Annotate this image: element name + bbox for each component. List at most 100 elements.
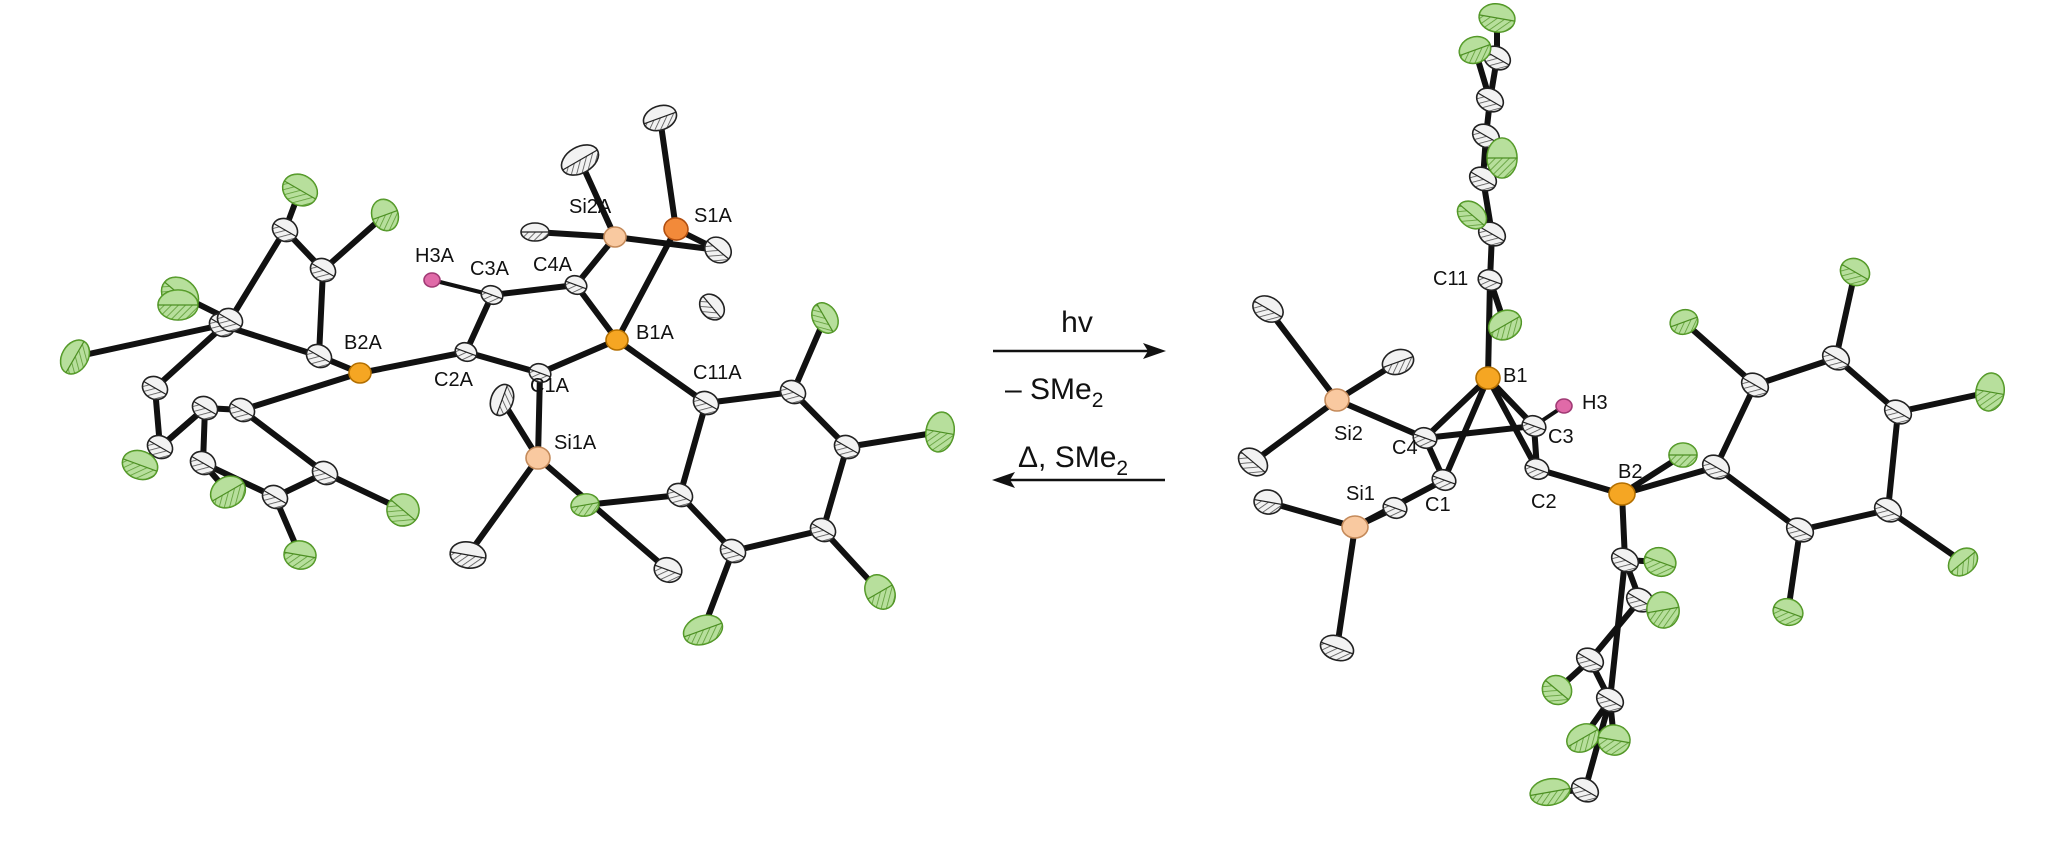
atom-h3 bbox=[1555, 398, 1573, 414]
atom-ring-a8 bbox=[311, 460, 339, 486]
bond-si1a-me7 bbox=[465, 455, 541, 558]
atom-methyl-me5 bbox=[698, 293, 726, 321]
atom-methyl-me2 bbox=[1381, 348, 1415, 376]
reverse-arrowhead bbox=[992, 472, 1015, 488]
atom-c11 bbox=[1477, 268, 1503, 292]
right-molecule: C11 B1 H3 Si2 C4 C3 Si1 C1 C2 B2 bbox=[1237, 3, 2005, 807]
bond-b2a-a6 bbox=[239, 370, 363, 413]
equilibrium-arrows: hv – SMe2 Δ, SMe2 bbox=[992, 306, 1166, 488]
atom-c3 bbox=[1521, 414, 1547, 438]
atom-b1 bbox=[1475, 366, 1501, 390]
bond-c1a-b1a bbox=[537, 337, 620, 376]
atom-fluorine-qf3 bbox=[1541, 674, 1573, 706]
label-C1: C1 bbox=[1425, 494, 1451, 516]
atom-fluorine-tf1 bbox=[1478, 3, 1516, 33]
atom-methyl-me5 bbox=[1319, 634, 1355, 662]
bond-p2-pf1 bbox=[1681, 319, 1758, 388]
atom-fluorine-lf7 bbox=[283, 540, 317, 570]
atom-methyl-me4 bbox=[1253, 489, 1283, 515]
atom-ring-q3 bbox=[1595, 687, 1625, 713]
bond-b1a-s1a bbox=[614, 226, 679, 343]
atom-ring-p3 bbox=[1821, 345, 1851, 371]
bond-c3-c4 bbox=[1422, 423, 1537, 441]
atom-fluorine-qf4 bbox=[1566, 723, 1600, 753]
forward-byproduct-subscript: 2 bbox=[1092, 389, 1104, 412]
atom-fluorine-lf2 bbox=[370, 198, 400, 232]
atom-c4 bbox=[1412, 426, 1438, 450]
atom-fluorine-lf4 bbox=[59, 339, 91, 375]
bond-b1a-c11a bbox=[614, 337, 709, 406]
bond-a2-a10 bbox=[227, 227, 288, 323]
atom-fluorine-f6 bbox=[570, 493, 600, 517]
atom-methyl-me1 bbox=[520, 222, 550, 242]
label-C4: C4 bbox=[1392, 437, 1418, 459]
atom-ring-a2 bbox=[271, 217, 299, 243]
right-atoms bbox=[1237, 3, 2005, 807]
bond-si1-me4 bbox=[1265, 499, 1358, 530]
bond-r6-f6 bbox=[582, 492, 683, 508]
left-atoms bbox=[59, 104, 956, 646]
atom-c1 bbox=[1431, 468, 1457, 492]
bond-s1a-me3 bbox=[657, 115, 679, 232]
bond-b1-c4 bbox=[1422, 375, 1491, 441]
atom-ring-a1 bbox=[305, 343, 333, 369]
atom-methyl-me2 bbox=[560, 144, 600, 176]
atom-fluorine-qf1 bbox=[1643, 546, 1677, 578]
atom-c4a bbox=[564, 274, 588, 296]
bond-a4-lf4 bbox=[72, 322, 225, 360]
bond-si2a-me2 bbox=[577, 157, 618, 240]
atom-ring-p5 bbox=[1873, 497, 1903, 523]
atom-fluorine-f3 bbox=[924, 411, 956, 453]
label-C2A: C2A bbox=[434, 369, 474, 391]
bond-p4-pf3 bbox=[1895, 389, 1993, 415]
bond-p1-p2 bbox=[1713, 382, 1758, 470]
atom-fluorine-pf6 bbox=[1668, 442, 1698, 468]
atom-fluorine-lf5 bbox=[121, 449, 159, 481]
bond-p4-p5 bbox=[1885, 409, 1901, 513]
label-B2: B2 bbox=[1618, 461, 1642, 483]
label-C1A: C1A bbox=[530, 375, 570, 397]
atom-ring-p2 bbox=[1740, 372, 1770, 398]
atom-fluorine-pf5 bbox=[1772, 597, 1804, 627]
atom-ring-p4 bbox=[1883, 399, 1913, 425]
bond-c1a-si1a bbox=[535, 370, 543, 461]
atom-si2 bbox=[1324, 388, 1350, 412]
atom-ring-a5 bbox=[141, 375, 169, 401]
atom-ring-p1 bbox=[1701, 454, 1731, 480]
atom-b1a bbox=[605, 329, 629, 351]
bond-q1-q3 bbox=[1607, 557, 1628, 703]
bond-p6-p1 bbox=[1713, 464, 1803, 533]
atom-methyl-me1 bbox=[1252, 295, 1284, 323]
atom-ring-q1 bbox=[1610, 547, 1640, 573]
bond-r6-c11a bbox=[677, 400, 709, 498]
label-B1: B1 bbox=[1503, 365, 1527, 387]
atom-fluorine-f2 bbox=[811, 302, 839, 334]
bond-b2-p1 bbox=[1619, 464, 1719, 497]
atom-c2 bbox=[1524, 457, 1550, 481]
bond-b1-c1 bbox=[1441, 375, 1491, 483]
atom-fluorine-tf3 bbox=[1486, 137, 1518, 179]
forward-arrowhead bbox=[1143, 343, 1166, 359]
bond-a6-a8 bbox=[239, 407, 328, 476]
atom-fluorine-qf6 bbox=[1529, 777, 1571, 807]
atom-methyl-c1ar1 bbox=[653, 556, 683, 584]
label-Si1A: Si1A bbox=[554, 432, 597, 454]
label-C11: C11 bbox=[1433, 268, 1468, 290]
bond-si1a-c1ar1 bbox=[535, 455, 671, 573]
atom-ring-a6 bbox=[228, 397, 256, 423]
label-C11A: C11A bbox=[693, 362, 742, 384]
atom-ring-a3 bbox=[309, 257, 337, 283]
bond-a1-a3 bbox=[316, 267, 326, 359]
bond-c4-si2 bbox=[1334, 397, 1428, 441]
atom-ring-a12 bbox=[146, 434, 174, 460]
atom-fluorine-qf2 bbox=[1646, 591, 1680, 629]
label-C4A: C4A bbox=[533, 254, 573, 276]
atom-fluorine-lf8 bbox=[386, 493, 420, 527]
atom-ring-r3 bbox=[833, 434, 861, 460]
atom-s1a bbox=[663, 217, 689, 241]
atom-fluorine-f5 bbox=[682, 614, 724, 646]
bond-c2a-b2a bbox=[357, 349, 469, 376]
atom-ring-a11 bbox=[191, 395, 219, 421]
atom-ring-r2 bbox=[779, 379, 807, 405]
